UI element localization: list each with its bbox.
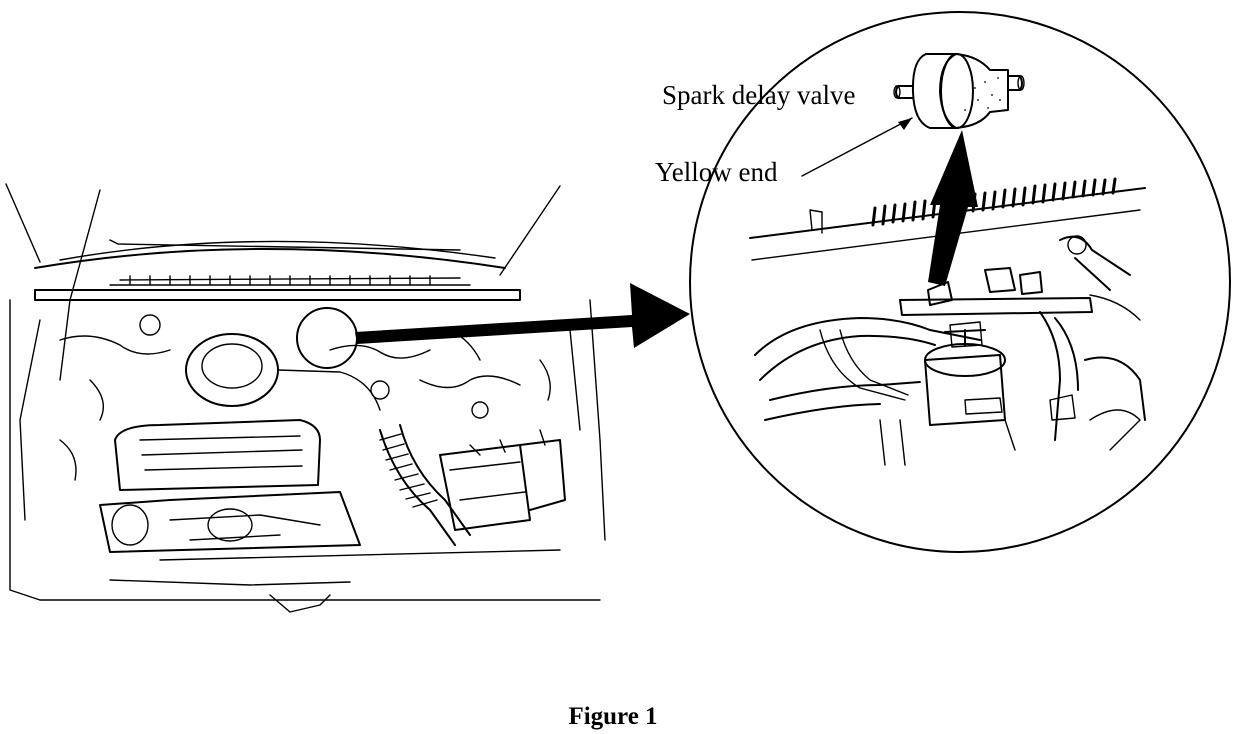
figure-caption: Figure 1 [568,703,657,730]
label-yellow-end: Yellow end [655,157,778,187]
spark-delay-valve [893,53,1025,129]
label-group: Spark delay valve Yellow end [655,80,913,187]
detail-magnified-view [689,11,1231,553]
detail-source-circle [296,307,358,369]
detail-circle [689,11,1231,553]
pointer-arrow [355,283,690,348]
leader-yellow-end [801,117,913,177]
label-spark-delay-valve: Spark delay valve [662,80,855,110]
valve-pointer-arrow [928,130,978,286]
engine-bay-illustration [5,183,606,613]
